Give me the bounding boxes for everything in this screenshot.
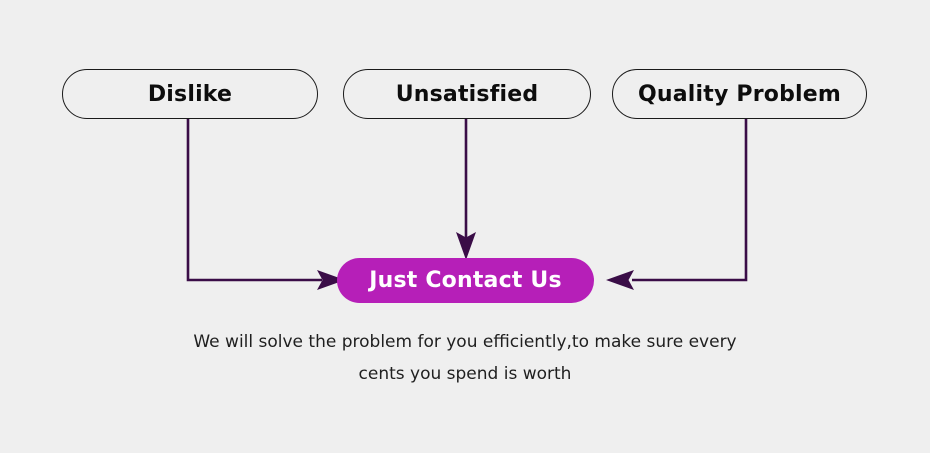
reason-node-label: Unsatisfied: [395, 81, 539, 107]
reason-node-quality[interactable]: Quality Problem: [612, 69, 867, 119]
connector-quality-to-cta: [606, 119, 748, 290]
just-contact-us-button[interactable]: Just Contact Us: [337, 258, 594, 303]
connector-unsatisfied-to-cta: [456, 119, 476, 260]
reason-node-label: Quality Problem: [637, 81, 842, 107]
caption-line-1: We will solve the problem for you effici…: [193, 332, 737, 352]
reason-node-unsatisfied[interactable]: Unsatisfied: [343, 69, 591, 119]
caption-line-2: cents you spend is worth: [358, 364, 572, 384]
connector-dislike-to-cta: [186, 119, 345, 290]
reason-node-label: Dislike: [147, 81, 233, 107]
cta-label: Just Contact Us: [369, 268, 562, 293]
caption: We will solve the problem for you effici…: [115, 326, 815, 390]
reason-node-dislike[interactable]: Dislike: [62, 69, 318, 119]
